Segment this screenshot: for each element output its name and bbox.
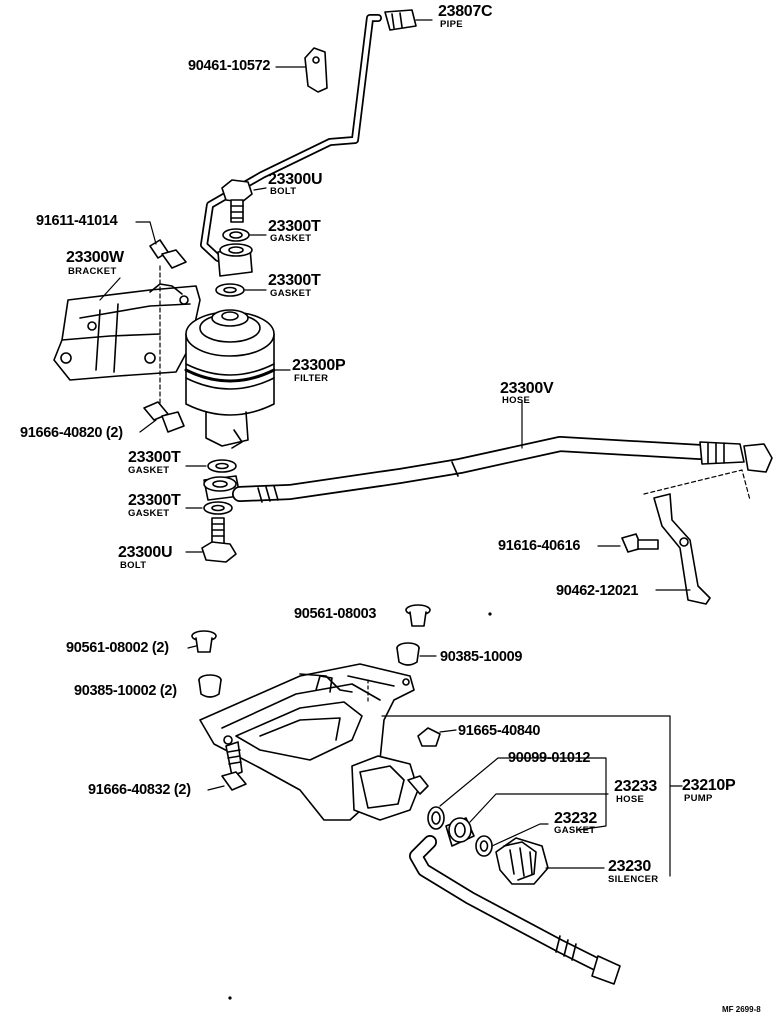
bushing-b <box>187 630 217 653</box>
pump-gasket-part-number: 23232 <box>554 810 597 827</box>
silencer-description: SILENCER <box>608 874 659 885</box>
pump-hose-part-number: 23233 <box>614 778 657 795</box>
bracket-bolt-part-number: 91666-40820 (2) <box>20 425 123 441</box>
filter-description: FILTER <box>294 373 329 384</box>
pump-bolt-a <box>417 727 457 747</box>
lower-gasket-1-description: GASKET <box>128 465 170 476</box>
lower-bolt-part-number: 23300U <box>118 544 173 561</box>
bushing-b-part-number: 90561-08002 (2) <box>66 640 169 656</box>
bracket-screw-top <box>135 221 187 421</box>
screw-part-number: 91611-41014 <box>36 213 118 229</box>
figure-code: MF 2699-8 <box>722 1005 761 1014</box>
pump-hose <box>409 793 621 985</box>
lower-gasket-2 <box>185 501 233 515</box>
mid-gasket <box>215 283 267 297</box>
lower-gasket-1 <box>185 459 237 473</box>
upper-gasket-description: GASKET <box>270 233 312 244</box>
pump-assembly <box>199 663 683 877</box>
banjo-fitting <box>217 243 253 277</box>
cushion-a-part-number: 90385-10009 <box>440 649 523 665</box>
pipe-part-number: 23807C <box>438 3 493 20</box>
fuel-filter <box>184 309 291 449</box>
pipe-description: PIPE <box>440 19 463 30</box>
lower-bolt-description: BOLT <box>120 560 147 571</box>
upper-bolt-description: BOLT <box>270 186 297 197</box>
lower-gasket-2-part-number: 23300T <box>128 492 181 509</box>
mid-gasket-part-number: 23300T <box>268 272 321 289</box>
pump-ring-part-number: 90099-01012 <box>508 750 591 766</box>
pump-description: PUMP <box>684 793 713 804</box>
lower-gasket-2-description: GASKET <box>128 508 170 519</box>
fuel-hose <box>232 401 773 503</box>
pump-gasket-description: GASKET <box>554 825 596 836</box>
upper-gasket-part-number: 23300T <box>268 218 321 235</box>
bushing-a-part-number: 90561-08003 <box>294 606 377 622</box>
bushing-a <box>405 604 431 627</box>
silencer <box>495 837 605 885</box>
filter-bracket <box>53 277 201 381</box>
bracket-part-number: 23300W <box>66 249 124 266</box>
pump-ring <box>427 757 607 831</box>
upper-banjo-bolt <box>221 179 267 223</box>
upper-gasket <box>222 228 267 242</box>
upper-bolt-part-number: 23300U <box>268 171 323 188</box>
bracket-bolt <box>139 401 185 433</box>
hose-clip <box>653 493 711 605</box>
pipe-clamp <box>275 47 328 93</box>
silencer-part-number: 23230 <box>608 858 651 875</box>
cushion-b-part-number: 90385-10002 (2) <box>74 683 177 699</box>
pump-part-number: 23210P <box>682 777 736 794</box>
cushion-a <box>396 642 437 666</box>
bracket-description: BRACKET <box>68 266 117 277</box>
hose-part-number: 23300V <box>500 380 554 397</box>
lower-gasket-1-part-number: 23300T <box>128 449 181 466</box>
clip-bolt-part-number: 91616-40616 <box>498 538 581 554</box>
cushion-b <box>198 674 222 698</box>
clamp-part-number: 90461-10572 <box>188 58 271 74</box>
lower-banjo <box>203 475 241 501</box>
pump-gasket <box>475 823 549 857</box>
fuel-pipe <box>200 9 433 262</box>
clip-part-number: 90462-12021 <box>556 583 639 599</box>
lower-banjo-bolt <box>185 517 237 563</box>
mid-gasket-description: GASKET <box>270 288 312 299</box>
pump-bolt-a-part-number: 91665-40840 <box>458 723 541 739</box>
hose-description: HOSE <box>502 395 531 406</box>
clip-bolt <box>597 533 659 553</box>
filter-part-number: 23300P <box>292 357 346 374</box>
pump-bolt-b-part-number: 91666-40832 (2) <box>88 782 191 798</box>
pump-bolt-b <box>207 741 247 791</box>
pump-hose-description: HOSE <box>616 794 645 805</box>
